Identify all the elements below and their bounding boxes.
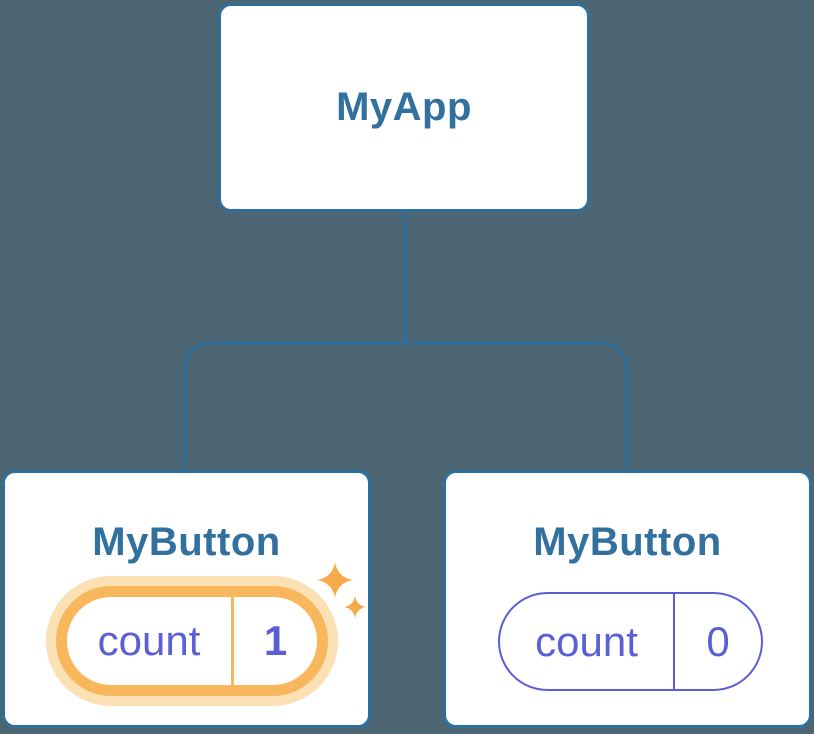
state-pill-divider <box>231 597 234 685</box>
node-mybutton-left: MyButton count 1 <box>2 470 371 728</box>
node-mybutton-left-label: MyButton <box>92 520 281 564</box>
state-value: 1 <box>263 617 288 664</box>
node-myapp-label: MyApp <box>336 85 472 129</box>
sparkle-small-icon <box>344 596 366 618</box>
sparkle-large-icon <box>317 562 353 598</box>
connector-branch-bracket <box>183 341 629 471</box>
state-pill-divider <box>673 594 675 689</box>
node-mybutton-right: MyButton count 0 <box>443 470 812 728</box>
state-pill: count 0 <box>498 592 763 691</box>
sparkle-icon <box>317 562 366 618</box>
node-mybutton-right-label: MyButton <box>533 520 722 564</box>
state-pill-highlight-ring: count 1 <box>56 586 328 696</box>
state-pill-glow-ring: count 1 <box>46 576 338 706</box>
state-value: 0 <box>706 617 730 665</box>
node-myapp: MyApp <box>218 3 590 212</box>
state-pill: count 1 <box>67 597 317 685</box>
state-key: count <box>97 617 201 664</box>
state-key: count <box>535 617 638 665</box>
state-pill-highlighted: count 1 <box>46 576 338 706</box>
